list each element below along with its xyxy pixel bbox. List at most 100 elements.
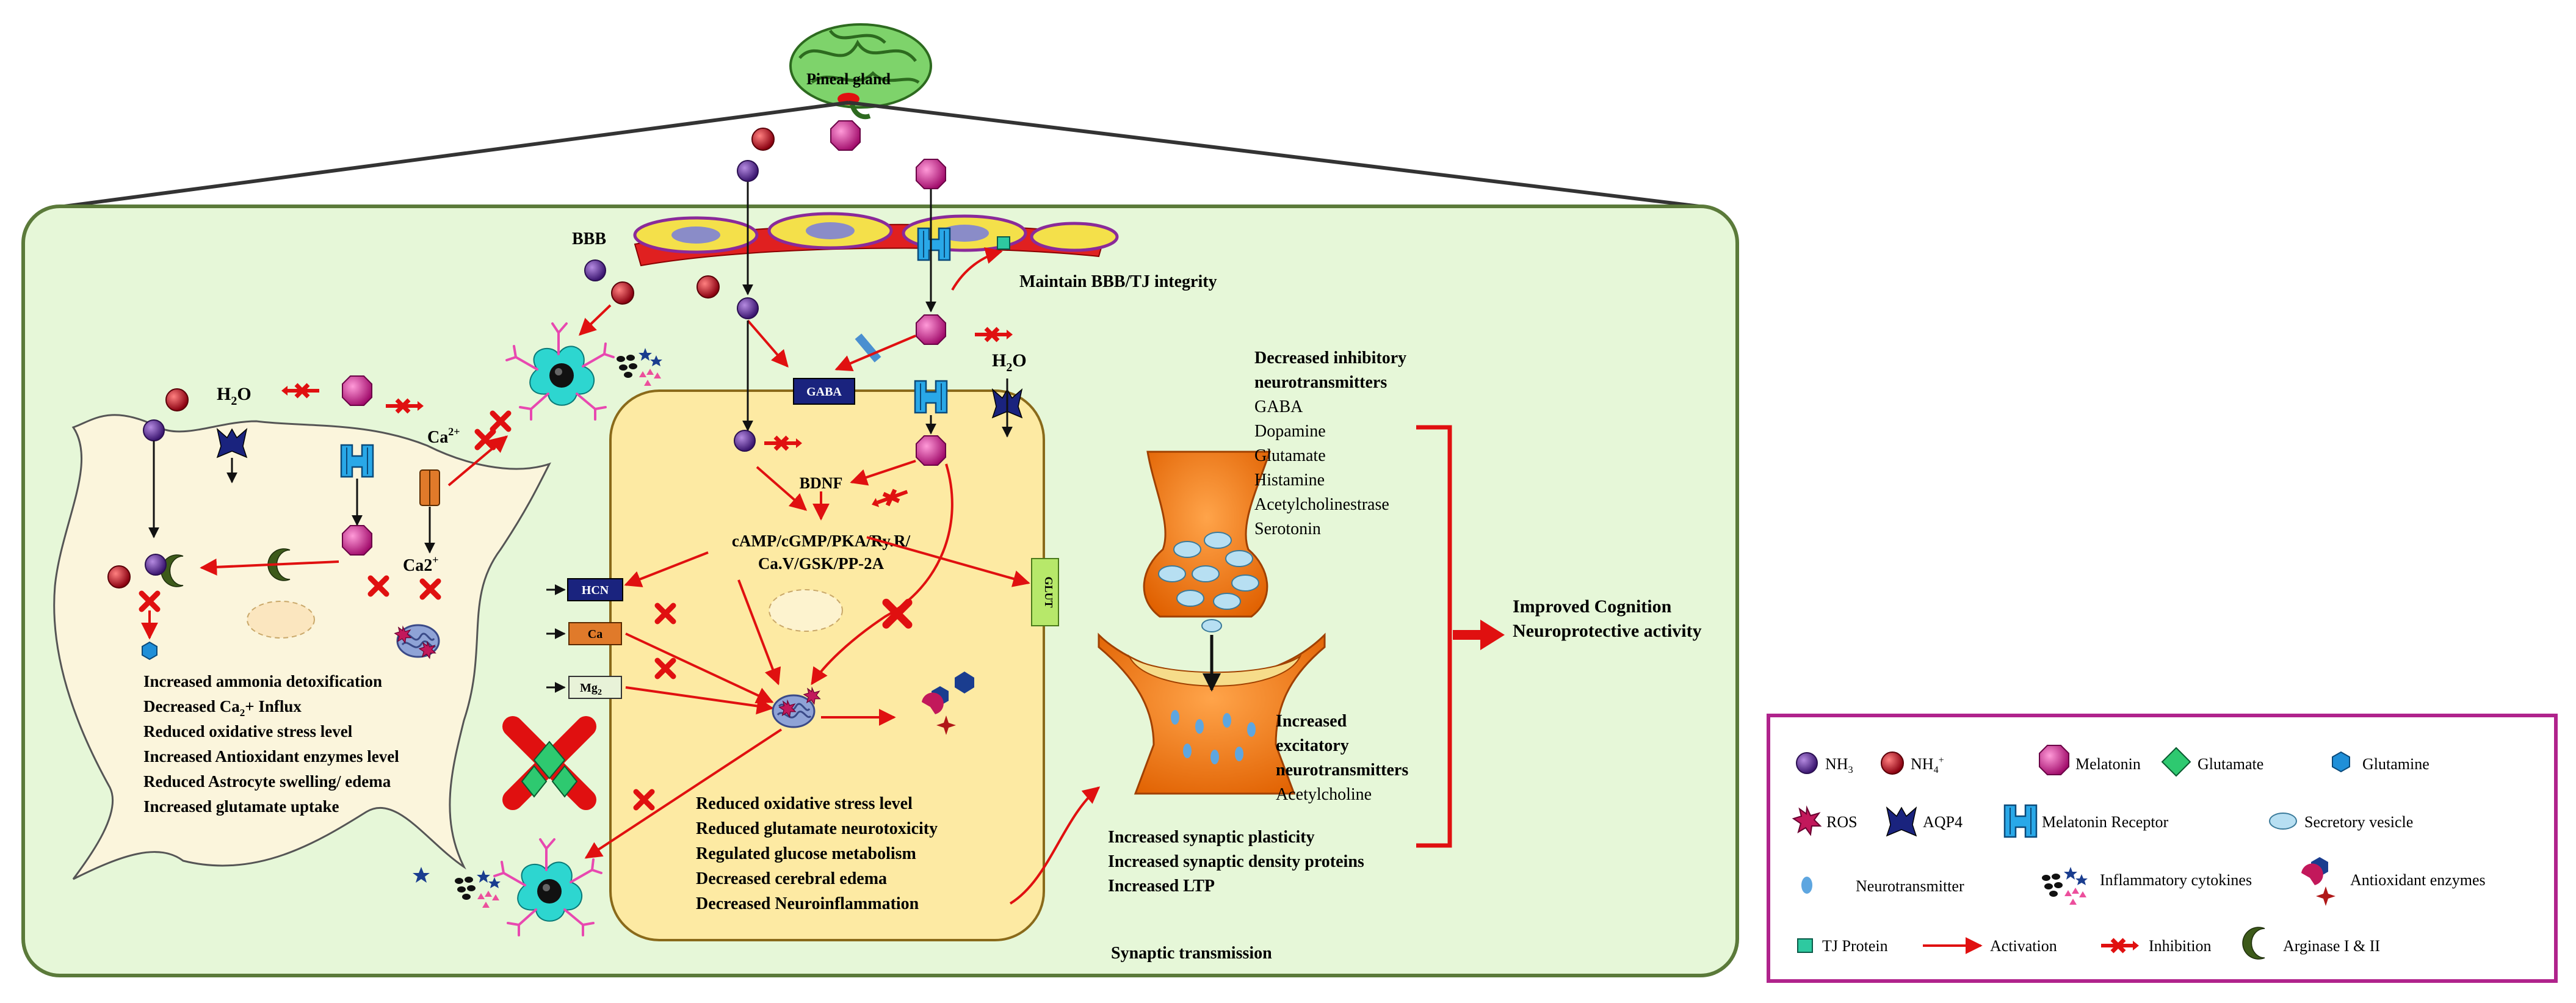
pathway-line2: Ca.V/GSK/PP-2A	[758, 554, 885, 573]
legend-arginase: Arginase I & II	[2283, 937, 2380, 955]
glut-channel	[1031, 558, 1059, 626]
mg-channel	[568, 676, 622, 699]
bdnf-label: BDNF	[800, 474, 843, 492]
legend-antioxidant-enzymes: Antioxidant enzymes	[2350, 871, 2486, 889]
pathway-to-mito-arrow	[737, 579, 781, 686]
neuron-effect: Decreased cerebral edema	[696, 869, 887, 888]
legend-inflammatory-cytokines: Inflammatory cytokines	[2100, 871, 2252, 889]
legend-melatonin: Melatonin	[2075, 755, 2141, 773]
neurotransmitters	[1171, 710, 1256, 764]
pineal-gland-label: Pineal gland	[806, 70, 891, 88]
receptor-fragment-icon	[855, 333, 881, 363]
synaptic-effect: Increased synaptic density proteins	[1108, 852, 1364, 871]
nh3-to-gaba-arrow	[747, 319, 789, 368]
projection-line-right	[848, 101, 1710, 209]
bbb-activation-arrow	[951, 247, 1003, 291]
neuron-nucleus	[769, 589, 843, 632]
ca-channel-label: Ca	[588, 628, 602, 641]
synaptic-effect: Increased LTP	[1108, 877, 1215, 896]
maintain-bbb-label: Maintain BBB/TJ integrity	[1019, 272, 1217, 291]
gaba-channel-label: GABA	[806, 385, 842, 399]
glutamine-icon	[142, 641, 157, 661]
inhibitory-item: Glutamate	[1254, 446, 1326, 465]
nh3-molecule-icon	[737, 160, 759, 182]
blood-brain-barrier	[633, 212, 1119, 267]
legend-secretory-vesicle: Secretory vesicle	[2304, 813, 2413, 831]
legend-neurotransmitter: Neurotransmitter	[1856, 877, 1964, 895]
outcome-bracket	[1416, 425, 1452, 848]
ca-to-mito-arrow	[625, 632, 774, 704]
melatonin-to-detox-arrow	[200, 558, 339, 576]
astrocyte-effect: Reduced Astrocyte swelling/ edema	[143, 772, 391, 791]
bbb-to-microglia-arrow	[578, 304, 612, 336]
nh3-molecule-icon	[584, 259, 606, 281]
legend-glutamate: Glutamate	[2198, 755, 2263, 773]
glutamate-inhibition-icon	[502, 716, 596, 810]
melatonin-to-gaba-arrow	[834, 335, 916, 372]
legend-ros: ROS	[1826, 813, 1858, 831]
neuron-effect: Reduced glutamate neurotoxicity	[696, 819, 938, 838]
inhibitory-neurotransmitters: Decreased inhibitory neurotransmitters G…	[1254, 349, 1406, 538]
glutamate-icon	[2161, 747, 2191, 777]
inhibitory-heading: neurotransmitters	[1254, 373, 1387, 392]
inhibitory-item: GABA	[1254, 397, 1303, 416]
inhibitory-item: Acetylcholinestrase	[1254, 495, 1389, 514]
legend-nh3: NH3	[1825, 755, 1853, 775]
tj-protein-icon	[997, 236, 1010, 250]
legend-activation: Activation	[1990, 937, 2057, 955]
neuron-effect: Reduced oxidative stress level	[696, 794, 913, 813]
hcn-channel	[567, 578, 623, 601]
neuron-effects: Reduced oxidative stress level Reduced g…	[696, 794, 938, 913]
melatonin-to-bdnf-arrow	[850, 460, 916, 486]
astrocyte-effect: Decreased Ca2+ Influx	[143, 697, 302, 719]
inhibitory-item: Dopamine	[1254, 422, 1326, 441]
nh4-ion-icon	[1881, 751, 1904, 775]
neuron-to-synapse-arrow	[1009, 786, 1101, 905]
nh3-molecule-icon	[734, 430, 756, 452]
neuron-effect: Decreased Neuroinflammation	[696, 894, 919, 913]
tj-protein-icon	[1797, 938, 1813, 953]
secretory-vesicles	[1158, 532, 1259, 632]
neuron-effect: Regulated glucose metabolism	[696, 844, 916, 863]
astrocyte-effect: Increased glutamate uptake	[143, 797, 339, 816]
inhibitory-item: Histamine	[1254, 471, 1325, 490]
melatonin-icon	[916, 435, 946, 466]
mito-to-microglia-arrow	[584, 728, 783, 859]
melatonin-icon	[342, 525, 372, 556]
neurotransmitter-icon	[1801, 877, 1812, 894]
astrocyte-effects: Increased ammonia detoxification Decreas…	[143, 672, 399, 816]
astrocyte-nucleus	[247, 601, 315, 639]
legend-inhibition: Inhibition	[2149, 937, 2212, 955]
nh3-molecule-icon	[737, 297, 759, 319]
glutamine-icon	[2332, 751, 2350, 773]
glut-channel-label: GLUT	[1043, 576, 1055, 607]
legend-nh4: NH4+	[1911, 755, 1944, 775]
legend-tj-protein: TJ Protein	[1822, 937, 1888, 955]
melatonin-icon	[342, 375, 372, 406]
astrocyte-to-microglia-arrow	[447, 435, 508, 487]
nh3-molecule-icon	[1796, 752, 1818, 774]
excitatory-heading: neurotransmitters	[1276, 761, 1408, 780]
astrocyte-effect: Reduced oxidative stress level	[143, 722, 353, 740]
bbb-label: BBB	[572, 230, 606, 248]
projection-line-left	[54, 101, 849, 209]
excitatory-heading: Increased	[1276, 712, 1347, 731]
astrocyte-cell	[53, 414, 551, 880]
astrocyte-effect: Increased Antioxidant enzymes level	[143, 747, 399, 766]
nh3-to-pathway-arrow	[756, 466, 808, 511]
ca-lower-label: Ca2+	[403, 554, 439, 575]
nh4-ion-icon	[751, 128, 775, 151]
outcome-line2: Neuroprotective activity	[1513, 621, 1702, 641]
nh4-ion-icon	[611, 281, 634, 305]
hcn-channel-label: HCN	[582, 584, 609, 597]
brain-icon	[789, 23, 932, 120]
legend-melatonin-receptor: Melatonin Receptor	[2042, 813, 2169, 831]
legend-aqp4: AQP4	[1923, 813, 1963, 831]
pathway-to-hcn-arrow	[624, 551, 709, 587]
ca-upper-label: Ca2+	[427, 425, 460, 447]
inhibitory-heading: Decreased inhibitory	[1254, 349, 1406, 368]
synaptic-effects: Increased synaptic plasticity Increased …	[1108, 828, 1364, 896]
ca-channel	[568, 622, 622, 645]
melatonin-icon	[916, 159, 946, 189]
